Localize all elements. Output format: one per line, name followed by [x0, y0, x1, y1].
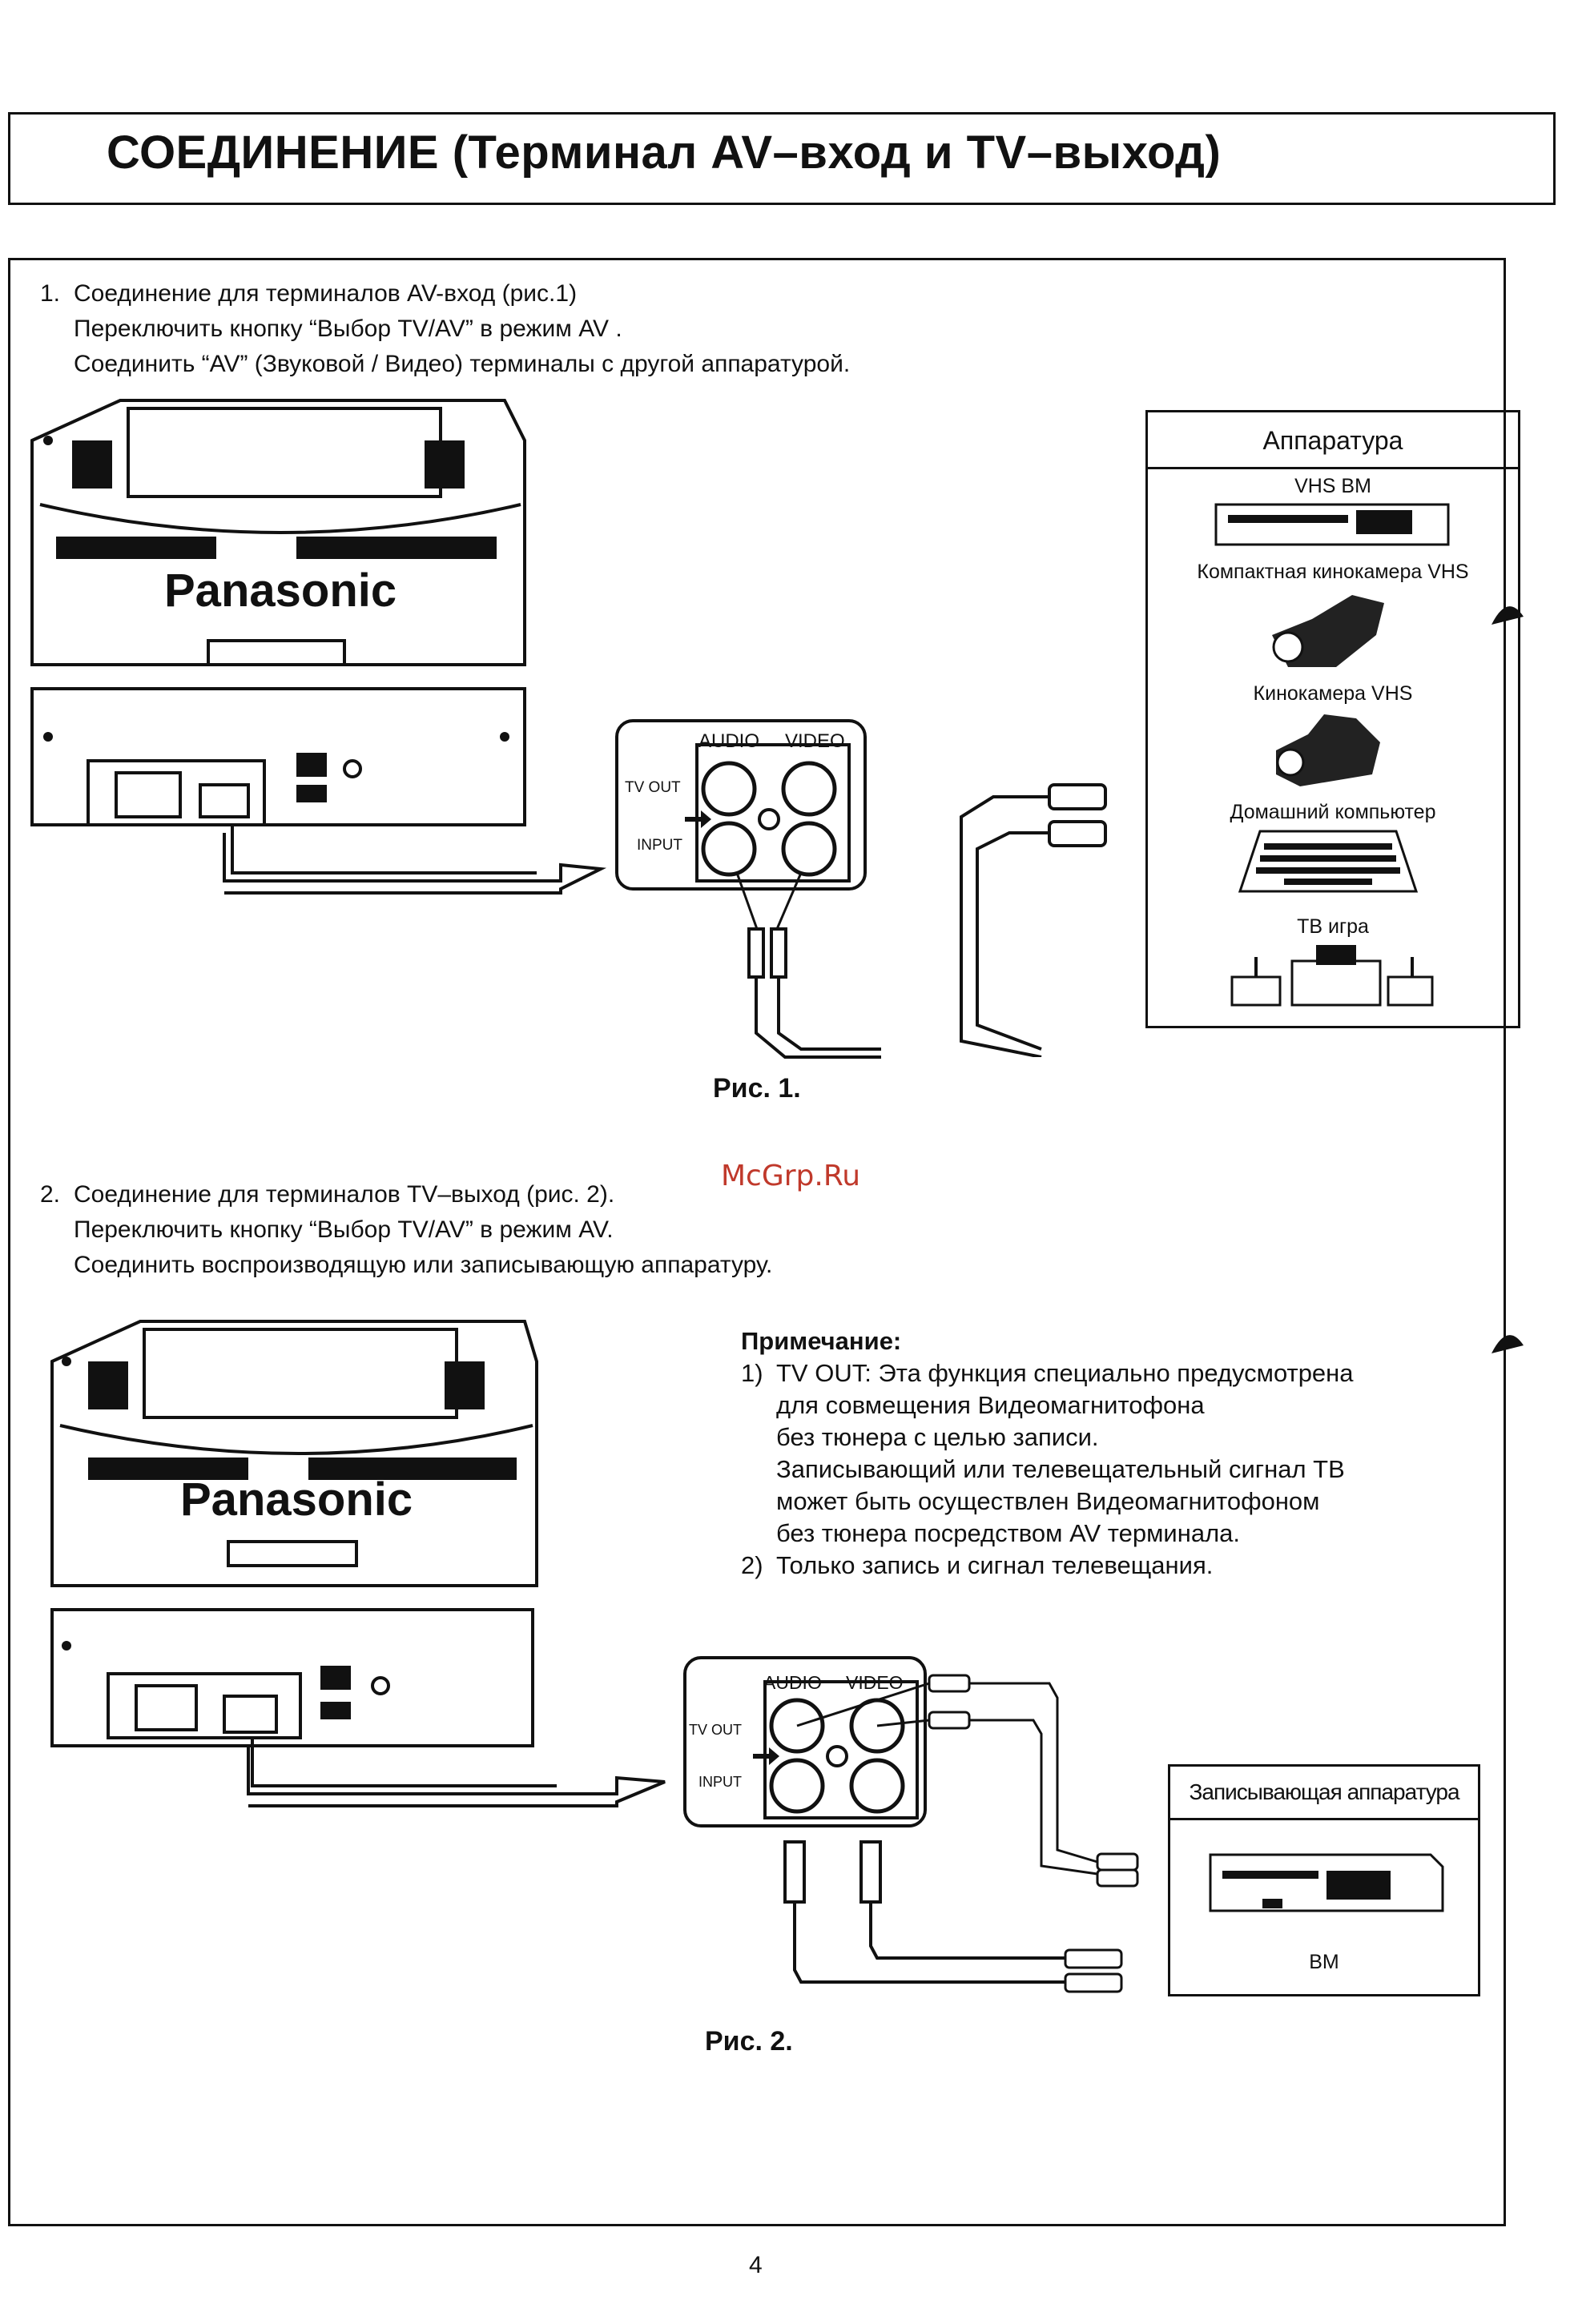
tv-rear-diagram-1: Panasonic	[30, 399, 537, 875]
tv-out-label: TV OUT	[625, 779, 681, 796]
page-number: 4	[749, 2252, 763, 2278]
section2-instructions: 2. Соединение для терминалов TV–выход (ри…	[40, 1177, 772, 1283]
note-line: TV OUT: Эта функция специально предусмот…	[776, 1359, 1354, 1387]
game-console-icon	[1230, 945, 1434, 1007]
section2-number: 2.	[40, 1181, 61, 1208]
section1-line: Соединение для терминалов AV-вход (рис.1…	[74, 280, 578, 307]
av-cable-1	[960, 783, 1107, 1057]
equipment-label-game: ТВ игра	[1297, 915, 1369, 938]
section1-instructions: 1. Соединение для терминалов AV-вход (рис…	[40, 276, 850, 382]
audio-label: AUDIO	[698, 730, 760, 752]
video-label: VIDEO	[846, 1672, 904, 1693]
equipment-label-vcr: VHS ВМ	[1294, 475, 1371, 497]
margin-mark	[1492, 606, 1524, 625]
brand-logo: Panasonic	[180, 1474, 413, 1526]
recorder-header: Записывающая аппаратура	[1170, 1767, 1478, 1820]
note-line: без тюнера посредством AV терминала.	[776, 1519, 1241, 1547]
audio-label: AUDIO	[763, 1672, 822, 1693]
compact-camcorder-icon	[1272, 595, 1384, 667]
input-label: INPUT	[698, 1774, 742, 1790]
note-line: Записывающий или телевещательный сигнал …	[776, 1455, 1345, 1483]
note-line: для совмещения Видеомагнитофона	[776, 1391, 1205, 1419]
content-frame	[8, 258, 1506, 2226]
section2-line: Соединить воспроизводящую или записывающ…	[74, 1252, 773, 1278]
section2-line: Переключить кнопку “Выбор TV/AV” в режим…	[74, 1216, 614, 1243]
input-label: INPUT	[637, 837, 682, 854]
tv-rear-diagram-2: Panasonic	[50, 1320, 557, 1787]
vcr-icon	[1214, 503, 1450, 546]
section1-line: Переключить кнопку “Выбор TV/AV” в режим…	[74, 316, 622, 342]
title-box: СОЕДИНЕНИЕ (Терминал AV–вход и TV–выход)	[8, 112, 1556, 205]
section1-number: 1.	[40, 280, 61, 307]
note-number: 1)	[741, 1359, 763, 1387]
brand-logo: Panasonic	[164, 565, 397, 617]
arrow-icon	[247, 1746, 666, 1807]
figure1-caption: Рис. 1.	[713, 1073, 801, 1104]
equipment-label-computer: Домашний компьютер	[1230, 801, 1436, 823]
margin-mark	[1492, 1335, 1524, 1353]
page-title: СОЕДИНЕНИЕ (Терминал AV–вход и TV–выход)	[107, 127, 1222, 179]
watermark: McGrp.Ru	[721, 1160, 861, 1192]
equipment-panel: Аппаратура VHS ВМ Компактная кинокамера …	[1145, 410, 1520, 1028]
recorder-panel: Записывающая аппаратура ВМ	[1168, 1764, 1480, 1996]
equipment-label-compact-camcorder: Компактная кинокамера VHS	[1197, 561, 1469, 583]
equipment-label-camcorder: Кинокамера VHS	[1253, 682, 1413, 705]
video-label: VIDEO	[785, 730, 845, 752]
note-line: без тюнера с целью записи.	[776, 1423, 1099, 1451]
tv-out-label: TV OUT	[689, 1722, 742, 1738]
note-line: Только запись и сигнал телевещания.	[776, 1551, 1214, 1579]
section2-line: Соединение для терминалов TV–выход (рис.…	[74, 1181, 615, 1208]
section1-line: Соединить “AV” (Звуковой / Видео) термин…	[74, 351, 851, 377]
note-heading: Примечание:	[741, 1327, 902, 1355]
figure2-caption: Рис. 2.	[705, 2026, 793, 2057]
av-jack-panel-1	[615, 719, 881, 1059]
vcr-icon	[1209, 1853, 1444, 1912]
av-jack-panel-2	[683, 1656, 1139, 1993]
arrow-icon	[223, 833, 607, 895]
equipment-header: Аппаратура	[1148, 412, 1518, 469]
note-block: Примечание: 1) TV OUT: Эта функция специа…	[741, 1325, 1354, 1582]
computer-icon	[1238, 830, 1419, 893]
recorder-label: ВМ	[1309, 1951, 1339, 1973]
note-number: 2)	[741, 1551, 763, 1579]
note-line: может быть осуществлен Видеомагнитофоном	[776, 1487, 1320, 1515]
camcorder-icon	[1276, 714, 1380, 786]
